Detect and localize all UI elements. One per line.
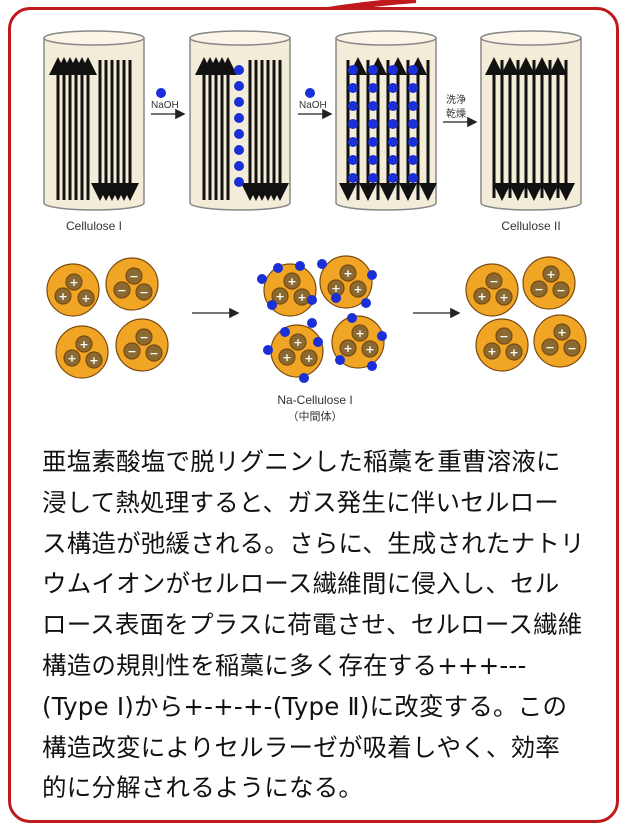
svg-text:−: − <box>567 342 576 355</box>
particles-na-cellulose <box>257 255 387 383</box>
naoh-arrow-2: NaOH <box>298 88 333 120</box>
svg-text:+: + <box>58 290 67 303</box>
cylinder-cellulose-1 <box>43 30 145 211</box>
svg-text:+: + <box>365 343 374 356</box>
svg-text:−: − <box>534 283 543 296</box>
svg-text:+: + <box>509 346 518 359</box>
svg-text:+: + <box>487 345 496 358</box>
intermediate-label: （中間体） <box>288 409 343 423</box>
svg-text:−: − <box>556 284 565 297</box>
svg-text:−: − <box>139 286 148 299</box>
cylinder-cellulose-4 <box>480 30 582 211</box>
naoh-arrow-1: NaOH <box>151 88 186 120</box>
na-cellulose-label: Na-Cellulose I <box>277 393 352 407</box>
svg-text:+: + <box>557 326 566 339</box>
svg-text:−: − <box>139 331 148 344</box>
svg-text:+: + <box>353 283 362 296</box>
particles-cellulose-i <box>46 257 169 379</box>
svg-text:+: + <box>89 354 98 367</box>
cylinder-cellulose-2 <box>189 30 291 211</box>
cellulose-i-label: Cellulose I <box>66 219 122 233</box>
svg-text:+: + <box>546 268 555 281</box>
wash-label: 洗浄 <box>446 93 466 106</box>
charge-symbols: +++ −−− +++ −−− +++ +++ +++ +++ +−+ −+− … <box>58 267 576 367</box>
cellulose-ii-label: Cellulose II <box>501 219 560 233</box>
svg-text:−: − <box>149 347 158 360</box>
svg-text:+: + <box>287 275 296 288</box>
svg-text:+: + <box>477 290 486 303</box>
svg-text:+: + <box>343 267 352 280</box>
svg-text:+: + <box>282 351 291 364</box>
naoh-label-2: NaOH <box>299 100 327 111</box>
svg-text:+: + <box>297 291 306 304</box>
svg-text:−: − <box>117 284 126 297</box>
naoh-label-1: NaOH <box>151 100 179 111</box>
svg-text:−: − <box>489 275 498 288</box>
cellulose-conversion-diagram: NaOH NaOH <box>43 30 587 423</box>
svg-text:+: + <box>275 290 284 303</box>
cylinder-cellulose-3 <box>335 30 437 211</box>
svg-text:+: + <box>69 276 78 289</box>
svg-text:+: + <box>293 336 302 349</box>
svg-text:+: + <box>499 291 508 304</box>
wash-dry-arrow: 洗浄 乾燥 <box>443 93 478 128</box>
svg-text:−: − <box>129 270 138 283</box>
svg-text:+: + <box>304 352 313 365</box>
svg-text:+: + <box>331 282 340 295</box>
svg-text:+: + <box>343 342 352 355</box>
svg-text:−: − <box>127 345 136 358</box>
svg-text:+: + <box>81 292 90 305</box>
dry-label: 乾燥 <box>446 107 466 120</box>
svg-text:+: + <box>355 327 364 340</box>
svg-text:+: + <box>67 352 76 365</box>
particles-cellulose-ii <box>465 256 587 372</box>
svg-text:−: − <box>499 330 508 343</box>
svg-text:+: + <box>79 338 88 351</box>
svg-text:−: − <box>545 341 554 354</box>
description-text: 亜塩素酸塩で脱リグニンした稲藁を重曹溶液に 浸して熱処理すると、ガス発生に伴いセ… <box>42 447 585 803</box>
